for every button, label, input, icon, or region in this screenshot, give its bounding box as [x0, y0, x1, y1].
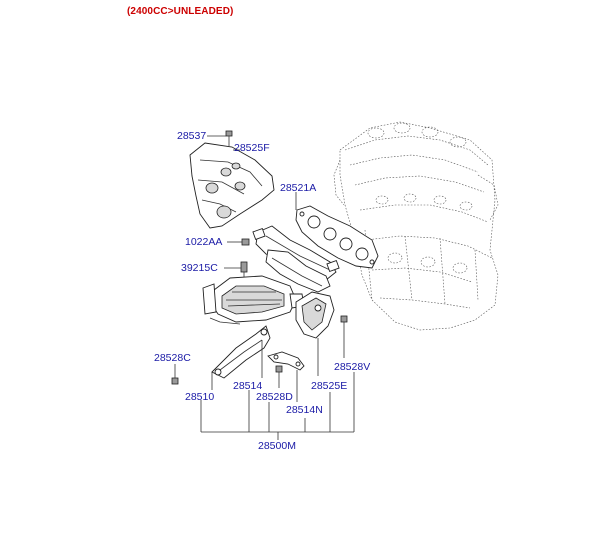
label-28514: 28514: [233, 380, 262, 392]
upper-heat-shield: [189, 142, 275, 229]
label-1022AA: 1022AA: [185, 236, 222, 248]
label-28537: 28537: [177, 130, 206, 142]
oxygen-sensor-39215C: [240, 261, 248, 278]
label-28528D: 28528D: [256, 391, 293, 403]
label-28510: 28510: [185, 391, 214, 403]
bracket-28514: [211, 325, 271, 379]
lower-heat-shield: [295, 291, 335, 339]
label-28525E: 28525E: [311, 380, 347, 392]
nut-1022AA: [241, 238, 250, 246]
label-39215C: 39215C: [181, 262, 218, 274]
bolt-28528D: [275, 365, 283, 373]
bolt-28528C: [171, 377, 179, 385]
label-28500M: 28500M: [258, 440, 296, 452]
label-28528C: 28528C: [154, 352, 191, 364]
leader-lines: [174, 135, 355, 440]
bolt-28537: [225, 130, 233, 146]
label-28528V: 28528V: [334, 361, 370, 373]
label-28525F: 28525F: [234, 142, 270, 154]
bolt-28528V: [340, 315, 348, 323]
bracket-28514N: [267, 351, 305, 371]
label-28521A: 28521A: [280, 182, 316, 194]
diagram-title: (2400CC>UNLEADED): [127, 6, 234, 17]
manifold-gasket: [295, 205, 379, 269]
engine-block: [333, 121, 499, 331]
label-28514N: 28514N: [286, 404, 323, 416]
